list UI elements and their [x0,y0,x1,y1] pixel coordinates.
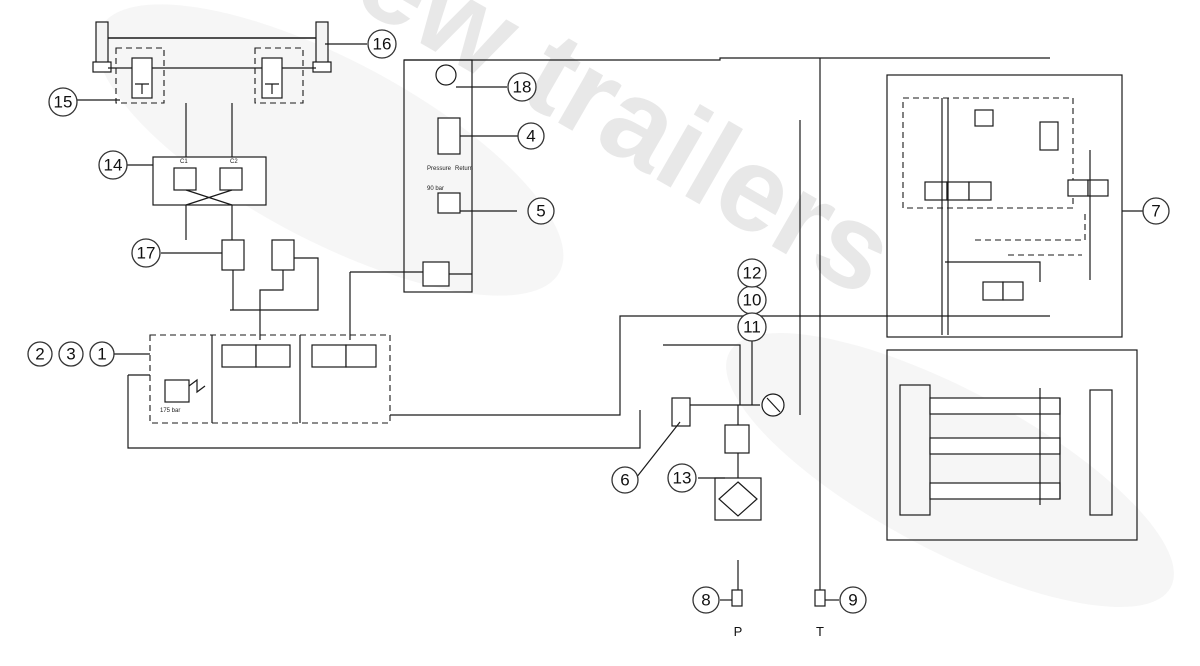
svg-text:12: 12 [743,264,762,283]
callout-10: 10 [737,285,767,315]
callout-8: 8 [692,586,720,614]
label-175bar: 175 bar [160,408,180,414]
label-return: Return [455,166,473,172]
label-90bar: 90 bar [427,186,444,192]
callout-5: 5 [527,197,555,225]
top-cylinders [92,21,332,73]
label-c1: C1 [180,159,188,165]
callout-12: 12 [737,258,767,288]
svg-text:6: 6 [620,471,629,490]
callout-16: 16 [367,29,397,59]
callout-7: 7 [1142,197,1170,225]
callout-11: 11 [737,312,767,342]
svg-text:17: 17 [137,244,156,263]
callout-13: 13 [667,463,697,493]
port-t-label: T [816,624,824,639]
svg-text:1: 1 [97,345,106,364]
callout-15: 15 [48,87,78,117]
svg-text:5: 5 [536,202,545,221]
valves-17 [221,239,319,340]
svg-text:13: 13 [673,469,692,488]
callout-18: 18 [507,72,537,102]
valve-block-14: C1 C2 [152,103,267,240]
svg-text:2: 2 [35,345,44,364]
svg-text:4: 4 [526,127,535,146]
callout-6: 6 [611,466,639,494]
lock-valves [115,47,304,104]
callout-4: 4 [517,122,545,150]
svg-text:16: 16 [373,35,392,54]
svg-text:3: 3 [66,345,75,364]
callout-14: 14 [98,150,128,180]
port-p-label: P [734,624,743,639]
callout-3: 3 [58,341,84,367]
pressure-line [663,58,826,607]
label-c2: C2 [230,159,238,165]
svg-text:11: 11 [743,318,761,337]
callout-17: 17 [131,238,161,268]
centre-column: Pressure Return 90 bar [349,57,1050,340]
callout-9: 9 [839,586,867,614]
main-valve-bank: 175 bar [127,315,1050,449]
svg-text:7: 7 [1151,202,1160,221]
label-pressure: Pressure [427,166,452,172]
svg-text:9: 9 [848,591,857,610]
right-cylinder-bank [886,349,1138,541]
svg-text:10: 10 [743,291,762,310]
watermark: new trailers [96,0,1174,607]
right-valve-block [886,74,1123,338]
callout-1: 1 [89,341,115,367]
svg-text:15: 15 [54,93,73,112]
svg-text:18: 18 [513,78,532,97]
callout-2: 2 [27,341,53,367]
leader-lines [77,43,1143,601]
svg-text:8: 8 [701,591,710,610]
svg-text:14: 14 [104,156,123,175]
